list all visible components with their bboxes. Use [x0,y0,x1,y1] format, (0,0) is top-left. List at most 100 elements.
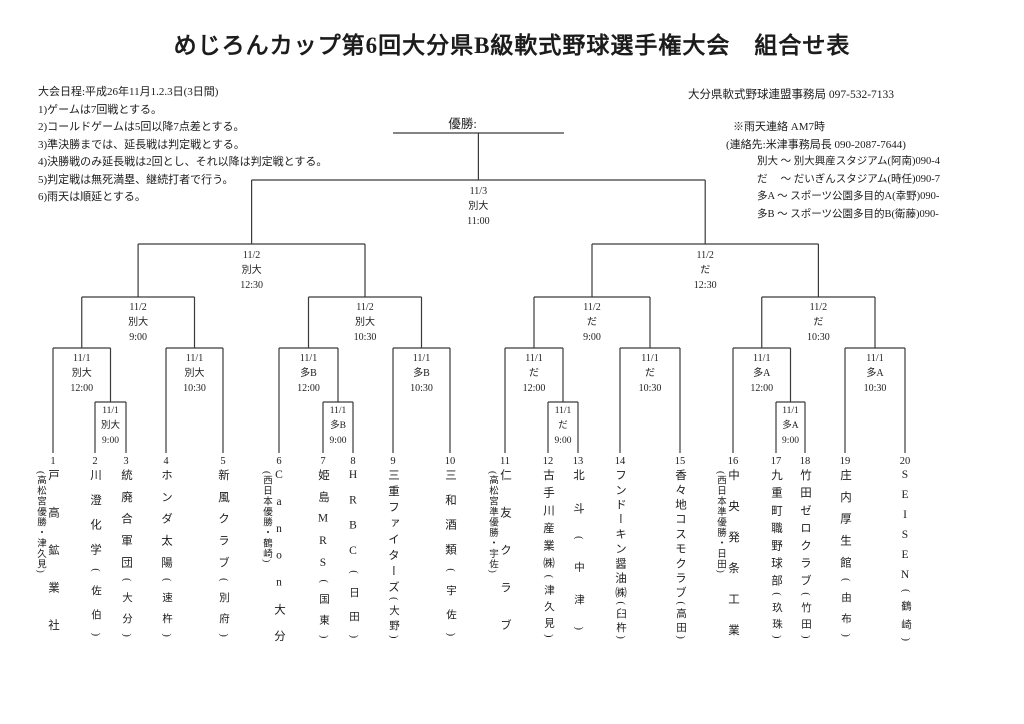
page-title: めじろんカップ第6回大分県B級軟式野球選手権大会 組合せ表 [173,33,851,58]
match-venue: だ [529,368,539,379]
team-name: 竹田ゼロクラブ [799,469,811,593]
match-venue: 別大 [468,201,489,212]
team-name-vertical: 姫島MRS(国東) [316,469,330,649]
rain-contact-person: (連絡先:米津事務局長 090-2087-7644) [726,139,906,151]
team-number: 14 [614,456,626,467]
team-column: 9 三重ファイターズ(大野) [371,456,415,643]
team-name-columns: (西日本準優勝・日田)中央発条工業 [711,469,755,655]
match-venue: 別大 [355,317,375,328]
match-date: 11/2 [809,302,828,313]
team-name-columns: 香々地コスモクラブ(高田) [658,469,702,642]
team-name-vertical: 統廃合軍団(大分) [119,469,133,647]
venue-legend-item: 多A 〜 スポーツ公園多目的A(幸野)090- [757,191,940,202]
match-time: 9:00 [129,332,147,343]
rain-notice: ※雨天連絡 AM7時 [733,121,825,133]
team-annotation: (大野) [388,597,399,643]
team-name: 姫島MRS [317,469,329,580]
match-venue: 別大 [100,421,121,431]
team-column: 6(西日本優勝・鶴崎)Canon大分 [257,456,301,656]
match-date: 11/1 [299,353,318,364]
team-annotation: (速杵) [161,578,172,648]
match-date: 11/1 [782,406,799,416]
team-name-columns: 北斗(中津) [556,469,600,652]
team-number: 10 [444,456,456,467]
match-time: 10:30 [863,383,887,394]
team-annotation: (竹田) [800,592,811,645]
team-column: 19 庄内厚生館(由布) [823,456,867,647]
team-name: フンドーキン醤油㈱ [614,469,626,602]
team-name-columns: 三和酒類(宇佐) [428,469,472,649]
team-name-vertical: 古手川産業㈱(津久見) [541,469,555,644]
team-annotation: (高田) [675,601,686,643]
team-name-vertical: 三和酒類(宇佐) [443,469,457,649]
team-name-columns: (高松宮優勝・津久見)戸高鉱業社 [31,469,75,657]
match-venue: 多B [330,421,346,431]
team-name: 九重町職野球部 [770,469,782,593]
team-name-columns: 竹田ゼロクラブ(竹田) [783,469,827,645]
team-column: 1 (高松宮優勝・津久見)戸高鉱業社 [31,456,75,657]
match-date: 11/1 [554,406,572,416]
match-venue: 多B [300,368,317,379]
team-name-vertical: 竹田ゼロクラブ(竹田) [798,469,812,645]
team-name-vertical: フンドーキン醤油㈱(臼杵) [613,469,627,642]
team-name: HRBC [347,469,359,571]
match-date: 11/1 [641,353,659,364]
team-annotation: (鶴崎) [900,589,911,649]
team-column: 11(高松宮準優勝・宇佐)仁友クラブ [483,456,527,657]
match-time: 12:30 [240,280,263,291]
team-name-columns: 姫島MRS(国東) [301,469,345,649]
match-venue: 別大 [128,317,149,328]
team-number: 1 [50,456,56,467]
team-name-vertical: Canon大分 [272,469,286,656]
team-name-columns: 三重ファイターズ(大野) [371,469,415,643]
match-date: 11/1 [866,353,884,364]
team-name-columns: 新風クラブ(別府) [201,469,245,647]
team-name: 庄内厚生館 [839,469,851,578]
match-venue: 多A [753,368,771,379]
champion-label: 優勝: [448,117,477,131]
team-annotation: (国東) [318,579,329,649]
team-number: 19 [839,456,851,467]
team-number: 9 [390,456,396,467]
team-annotation: (臼杵) [615,601,626,643]
match-time: 11:00 [467,216,490,227]
team-name: 中央発条工業 [727,469,739,655]
match-time: 10:30 [807,332,830,343]
team-name-vertical: 九重町職野球部(玖珠) [769,469,783,645]
team-annotation: (大分) [121,578,132,648]
team-name-vertical: 庄内厚生館(由布) [838,469,852,647]
team-name: ホンダ太陽 [160,469,172,578]
team-annotation: (由布) [840,578,851,648]
team-number: 8 [350,456,356,467]
team-name-columns: 川澄化学(佐伯) [73,469,117,649]
team-name: 戸高鉱業社 [47,469,59,657]
team-name: 川澄化学 [89,469,101,569]
team-annotation: (佐伯) [90,568,101,650]
team-column: 13 北斗(中津) [556,456,600,652]
team-name-vertical: 川澄化学(佐伯) [88,469,102,649]
match-time: 9:00 [583,332,601,343]
team-annotation: (別府) [218,578,229,648]
team-name-vertical: 香々地コスモクラブ(高田) [673,469,687,642]
team-annotation: (高松宮準優勝・宇佐) [487,471,497,574]
team-number: 13 [572,456,584,467]
team-name-columns: ホンダ太陽(速杵) [144,469,188,647]
team-column: 16(西日本準優勝・日田)中央発条工業 [711,456,755,655]
team-annotation: (玖珠) [771,592,782,645]
match-venue: 別大 [71,368,92,379]
match-date: 11/2 [356,302,374,313]
team-annotation: (津久見) [543,574,554,644]
rule-item: 2)コールドゲームは5回以降7点差とする。 [38,121,245,133]
match-date: 11/1 [329,406,347,416]
team-name-columns: 庄内厚生館(由布) [823,469,867,647]
team-annotation: (西日本準優勝・日田) [715,471,725,574]
